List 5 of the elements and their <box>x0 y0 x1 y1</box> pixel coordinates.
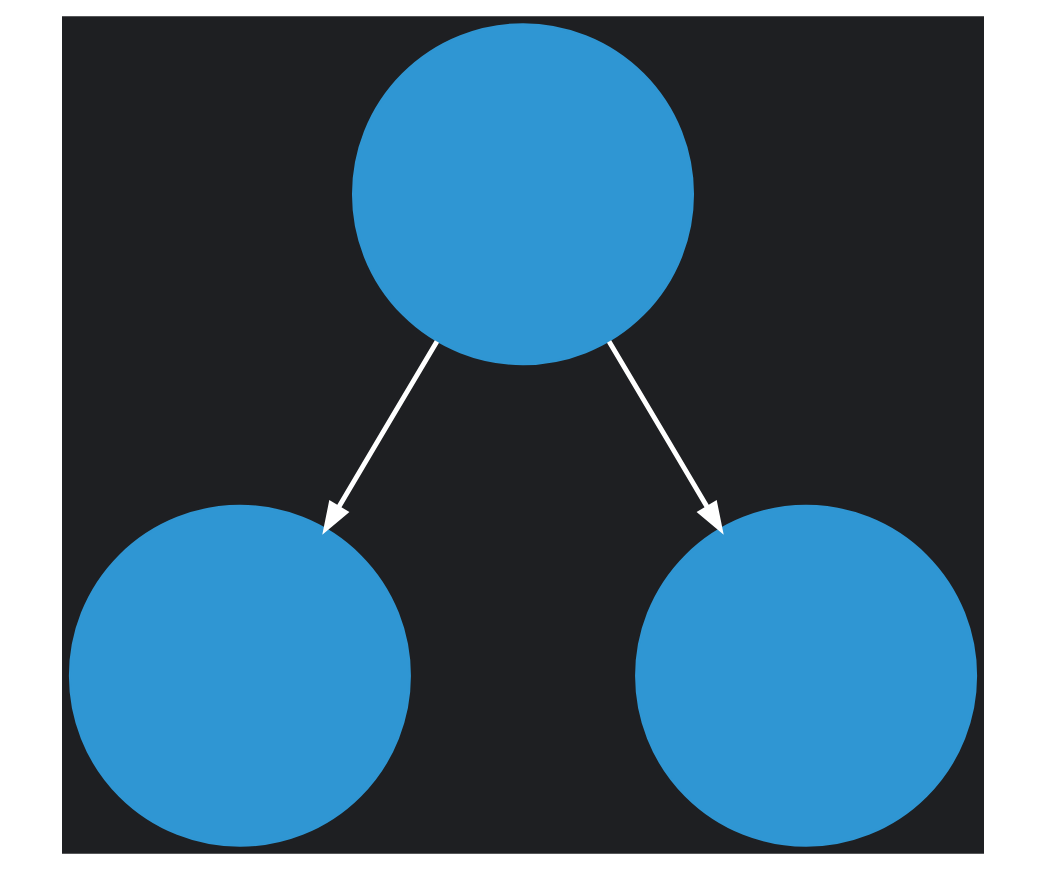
node-circle <box>68 504 411 847</box>
node-circle <box>635 504 978 847</box>
arrow <box>322 340 440 535</box>
node-circle <box>351 23 695 366</box>
arrow <box>606 340 724 535</box>
